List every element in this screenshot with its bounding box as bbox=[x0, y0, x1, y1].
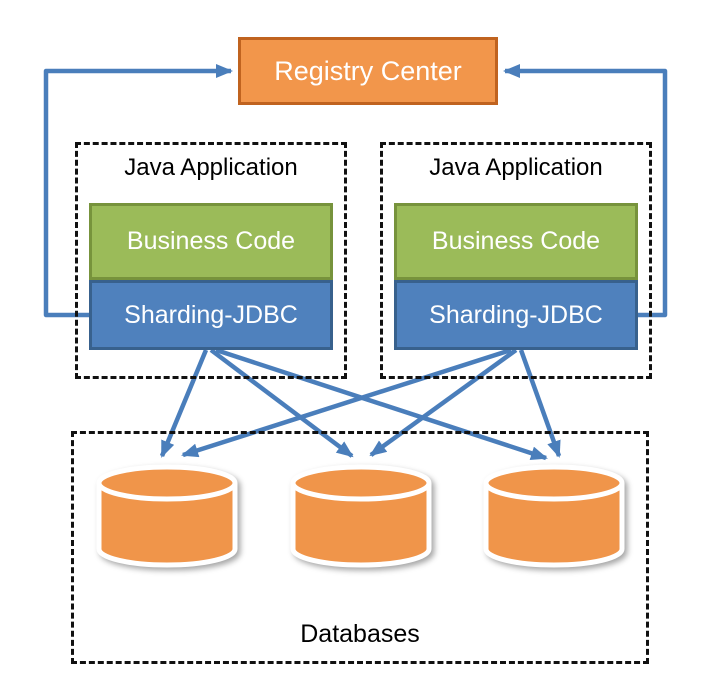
java-application-title-left: Java Application bbox=[124, 154, 298, 181]
database-cylinder-icon bbox=[96, 464, 238, 568]
business-code-label-left: Business Code bbox=[126, 227, 296, 255]
java-application-title-right: Java Application bbox=[429, 154, 603, 181]
sharding-jdbc-box-left: Sharding-JDBC bbox=[89, 280, 333, 350]
java-application-panel-left: Java Application bbox=[75, 142, 347, 379]
databases-panel: Databases bbox=[71, 431, 649, 664]
sharding-jdbc-label-right: Sharding-JDBC bbox=[429, 300, 603, 329]
sharding-jdbc-label-left: Sharding-JDBC bbox=[124, 300, 298, 329]
business-code-box-right: Business Code bbox=[394, 203, 638, 280]
sharding-jdbc-box-right: Sharding-JDBC bbox=[394, 280, 638, 350]
database-cylinder-icon bbox=[483, 464, 625, 568]
business-code-label-right: Business Code bbox=[431, 227, 601, 255]
java-application-panel-right: Java Application bbox=[380, 142, 652, 379]
database-cylinder-icon bbox=[290, 464, 432, 568]
registry-center-label: Registry Center bbox=[274, 55, 462, 86]
registry-center-box: Registry Center bbox=[238, 37, 498, 105]
business-code-box-left: Business Code bbox=[89, 203, 333, 280]
databases-label: Databases bbox=[300, 620, 420, 648]
